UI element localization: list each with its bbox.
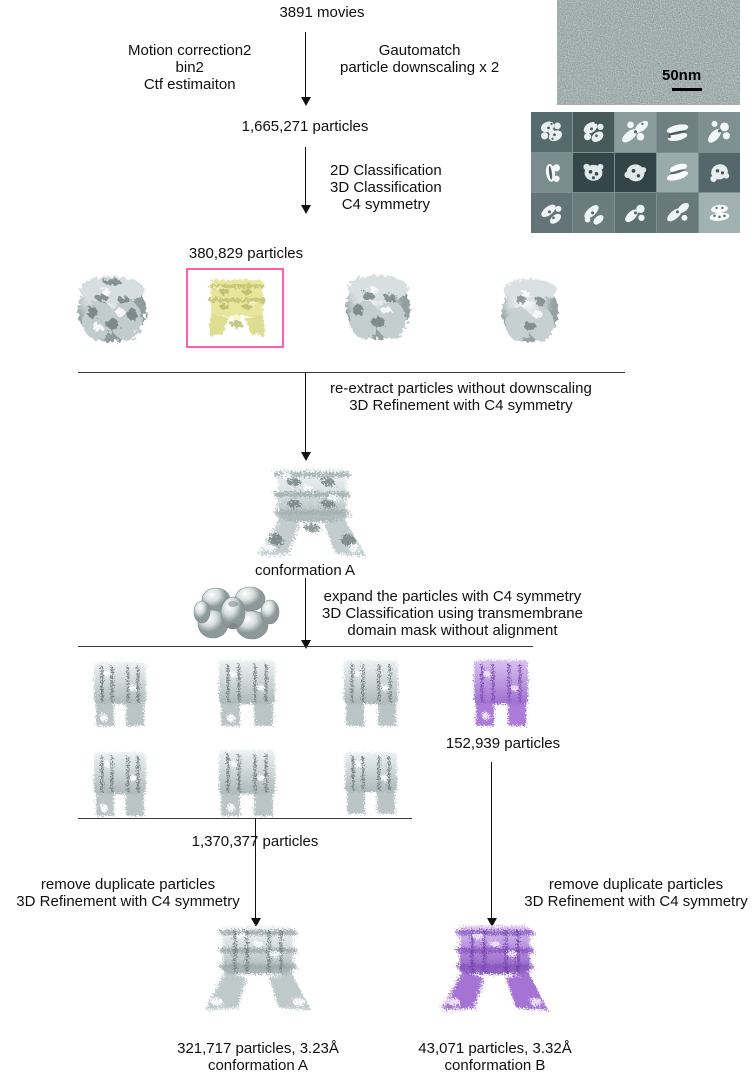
class2d-cell bbox=[699, 152, 740, 193]
arrow-right-final bbox=[491, 762, 493, 922]
subclass3d-map bbox=[205, 656, 289, 730]
gautomatch-label: Gautomatch particle downscaling x 2 bbox=[340, 42, 500, 76]
conformation-a-map bbox=[242, 462, 382, 562]
class2d-cell bbox=[699, 112, 740, 152]
selected-class-box bbox=[186, 268, 284, 348]
bracket-subclass-top bbox=[78, 646, 533, 647]
arrow-to-refinement bbox=[305, 372, 307, 456]
class3d-map bbox=[330, 262, 426, 352]
class2d-cell bbox=[531, 193, 572, 233]
class2d-cell bbox=[615, 152, 656, 193]
movies-label: 3891 movies bbox=[279, 4, 365, 21]
class2d-cell bbox=[573, 112, 614, 152]
conformation-a-label: conformation A bbox=[254, 562, 356, 579]
arrow-right-final-head bbox=[486, 918, 497, 927]
bracket-subclass-bottom bbox=[78, 818, 412, 819]
arrow-movies-to-particles bbox=[305, 32, 307, 100]
class3d-map bbox=[487, 268, 573, 350]
arrow-movies-to-particles-head bbox=[300, 97, 311, 106]
remove-duplicates-right-label: remove duplicate particles 3D Refinement… bbox=[524, 876, 748, 910]
symmetry-expansion-label: expand the particles with C4 symmetry 3D… bbox=[322, 588, 583, 639]
class2d-cell bbox=[573, 152, 614, 193]
arrow-to-subclassification bbox=[305, 578, 307, 646]
class2d-cell bbox=[615, 112, 656, 152]
class3d-map bbox=[62, 262, 162, 354]
class2d-cell bbox=[531, 152, 572, 193]
classification-label: 2D Classification 3D Classification C4 s… bbox=[330, 162, 442, 213]
reextract-label: re-extract particles without downscaling… bbox=[330, 380, 592, 414]
final-conformation-b-map bbox=[430, 920, 560, 1016]
subclass3d-map bbox=[80, 658, 160, 730]
class2d-cell bbox=[531, 112, 572, 152]
arrow-to-subclassification-head bbox=[300, 640, 311, 649]
subclass3d-map bbox=[330, 656, 412, 730]
final-conformation-b-caption: 43,071 particles, 3.32Å conformation B bbox=[418, 1040, 572, 1074]
class-b-count-label: 152,939 particles bbox=[445, 735, 561, 752]
class2d-cell bbox=[699, 193, 740, 233]
subclass3d-map bbox=[333, 748, 411, 818]
arrow-left-final bbox=[255, 818, 257, 922]
arrow-left-final-head bbox=[250, 918, 261, 927]
motion-correction-label: Motion correction2 bin2 Ctf estimaiton bbox=[128, 42, 252, 93]
scale-bar bbox=[672, 88, 702, 91]
arrow-particles-to-classes-head bbox=[300, 205, 311, 214]
class2d-cell bbox=[573, 193, 614, 233]
class-a-count-label: 1,370,377 particles bbox=[191, 833, 319, 850]
class3d-map-selected bbox=[195, 272, 277, 342]
final-conformation-a-caption: 321,717 particles, 3.23Å conformation A bbox=[177, 1040, 339, 1074]
arrow-particles-to-classes bbox=[305, 147, 307, 209]
subclass3d-map bbox=[205, 746, 289, 820]
class2d-cell bbox=[657, 193, 698, 233]
picked-particles-label: 1,665,271 particles bbox=[241, 118, 369, 135]
final-conformation-a-map bbox=[193, 920, 323, 1016]
subclass3d-map bbox=[80, 748, 160, 820]
class2d-grid bbox=[531, 112, 740, 233]
micrograph-panel bbox=[557, 0, 740, 105]
class2d-cell bbox=[657, 112, 698, 152]
scale-bar-label: 50nm bbox=[662, 67, 702, 84]
bracket-3dclasses bbox=[78, 372, 625, 373]
class2d-cell bbox=[657, 152, 698, 193]
arrow-to-refinement-head bbox=[300, 452, 311, 461]
transmembrane-mask-map bbox=[192, 582, 284, 644]
class2d-cell bbox=[615, 193, 656, 233]
remove-duplicates-left-label: remove duplicate particles 3D Refinement… bbox=[16, 876, 240, 910]
subclass3d-map-highlighted bbox=[460, 656, 542, 730]
selected-class-count-label: 380,829 particles bbox=[188, 245, 304, 262]
